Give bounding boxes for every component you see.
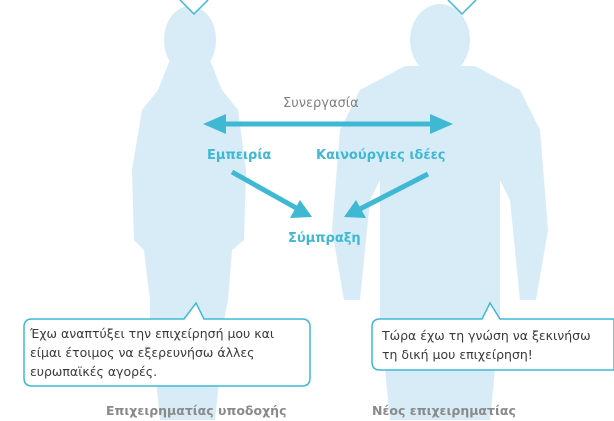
top-left-bubble-tail	[179, 0, 209, 16]
top-right-bubble-tail	[447, 0, 477, 16]
experience-arrow	[230, 169, 312, 218]
new-entrepreneur-caption: Νέος επιχειρηματίας	[372, 403, 516, 418]
quote-line: ευρωπαϊκές αγορές.	[30, 364, 158, 379]
right-speech-bubble	[371, 301, 614, 371]
quote-line: Τώρα έχω τη γνώση να ξεκινήσω	[382, 328, 591, 343]
host-entrepreneur-quote: Έχω αναπτύξει την επιχείρησή μου και είμ…	[30, 324, 274, 381]
quote-line: είμαι έτοιμος να εξερευνήσω άλλες	[30, 345, 255, 360]
collaboration-label: Συνεργασία	[283, 96, 359, 111]
quote-line: τη δική μου επιχείρηση!	[382, 347, 533, 362]
collaboration-arrow	[203, 114, 453, 134]
new-entrepreneur-quote: Τώρα έχω τη γνώση να ξεκινήσω τη δική μο…	[382, 326, 591, 364]
host-entrepreneur-caption: Επιχειρηματίας υποδοχής	[106, 403, 287, 418]
quote-line: Έχω αναπτύξει την επιχείρησή μου και	[30, 326, 275, 341]
new-ideas-label: Καινούργιες ιδέες	[316, 148, 446, 163]
left-speech-bubble	[23, 301, 311, 387]
new-ideas-arrow	[344, 171, 430, 218]
synergy-label: Σύμπραξη	[288, 231, 361, 246]
experience-label: Εμπειρία	[207, 148, 272, 163]
